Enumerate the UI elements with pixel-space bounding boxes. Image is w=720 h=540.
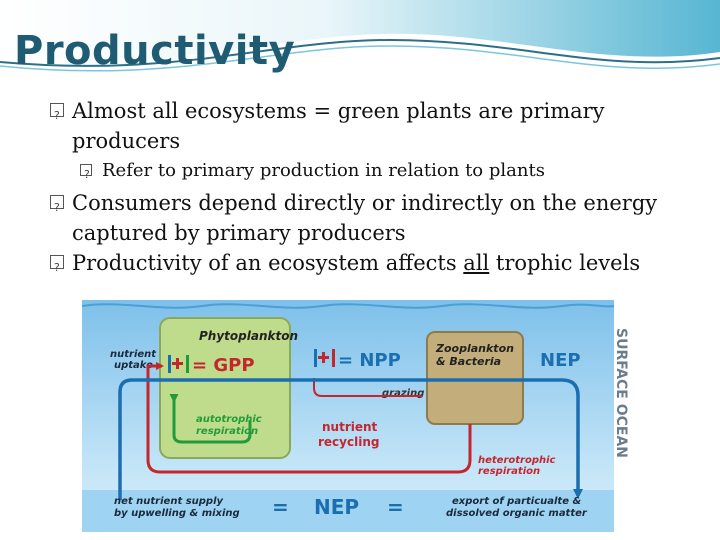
- bullet-text-end: trophic levels: [489, 251, 641, 275]
- underlined-word: all: [463, 251, 490, 275]
- npp-label: = NPP: [338, 350, 401, 371]
- zooplankton-box: [426, 331, 524, 425]
- bullet-marker-icon: [50, 253, 64, 283]
- bullet-text-start: Productivity of an ecosystem affects: [72, 251, 464, 275]
- phytoplankton-label: Phytoplankton: [199, 329, 298, 343]
- heterotrophic-label: heterotrophic: [478, 455, 556, 466]
- autotrophic-label: autotrophic: [196, 414, 262, 425]
- nutrient-recycling-label: nutrient: [322, 420, 378, 434]
- ocean-productivity-diagram: Phytoplankton Zooplankton & Bacteria nut…: [82, 300, 629, 532]
- nutrient-uptake-label: nutrient: [110, 349, 157, 360]
- bullet-item: Almost all ecosystems = green plants are…: [50, 96, 710, 156]
- nep-top-label: NEP: [540, 350, 581, 371]
- bullet-item: Productivity of an ecosystem affects all…: [50, 248, 710, 283]
- bullet-marker-icon: [50, 193, 64, 223]
- autotrophic-label: respiration: [196, 426, 258, 437]
- autotrophic-respiration-arrow: [169, 394, 252, 444]
- gpp-label: = GPP: [192, 355, 255, 376]
- bullet-text: Consumers depend directly or indirectly …: [72, 191, 658, 245]
- heterotrophic-label: respiration: [478, 466, 540, 477]
- grazing-label: grazing: [382, 388, 424, 399]
- sub-bullet-item: Refer to primary production in relation …: [80, 158, 710, 188]
- bullet-list: Almost all ecosystems = green plants are…: [50, 96, 710, 283]
- bullet-marker-icon: [50, 101, 64, 131]
- npp-symbol: [314, 349, 335, 367]
- nutrient-uptake-label: uptake: [114, 360, 153, 371]
- bottom-band: [82, 490, 614, 532]
- export-label: export of particualte &: [452, 496, 581, 507]
- bullet-marker-icon: [80, 162, 92, 188]
- slide-title: Productivity: [14, 28, 296, 74]
- gpp-symbol: [168, 355, 189, 373]
- export-label: dissolved organic matter: [446, 508, 588, 519]
- header-wave-decoration: [0, 0, 720, 72]
- bacteria-label: & Bacteria: [436, 355, 501, 368]
- sub-bullet-text: Refer to primary production in relation …: [102, 160, 545, 181]
- net-supply-label: by upwelling & mixing: [114, 508, 240, 519]
- zooplankton-label: Zooplankton: [435, 342, 514, 355]
- water-surface-line: [82, 303, 615, 309]
- surface-ocean-label: SURFACE OCEAN: [613, 328, 629, 458]
- phytoplankton-box: [159, 317, 291, 459]
- bullet-item: Consumers depend directly or indirectly …: [50, 188, 710, 248]
- nutrient-recycling-label: recycling: [318, 435, 379, 449]
- equals-sign: =: [387, 495, 404, 519]
- grazing-flow-arrow: [313, 378, 422, 397]
- nep-export-loop: [118, 378, 583, 500]
- net-supply-label: net nutrient supply: [114, 496, 224, 507]
- nep-bottom-label: NEP: [314, 495, 359, 519]
- bullet-text: Almost all ecosystems = green plants are…: [72, 99, 605, 153]
- nutrient-recycling-loop: [146, 362, 472, 474]
- equals-sign: =: [272, 495, 289, 519]
